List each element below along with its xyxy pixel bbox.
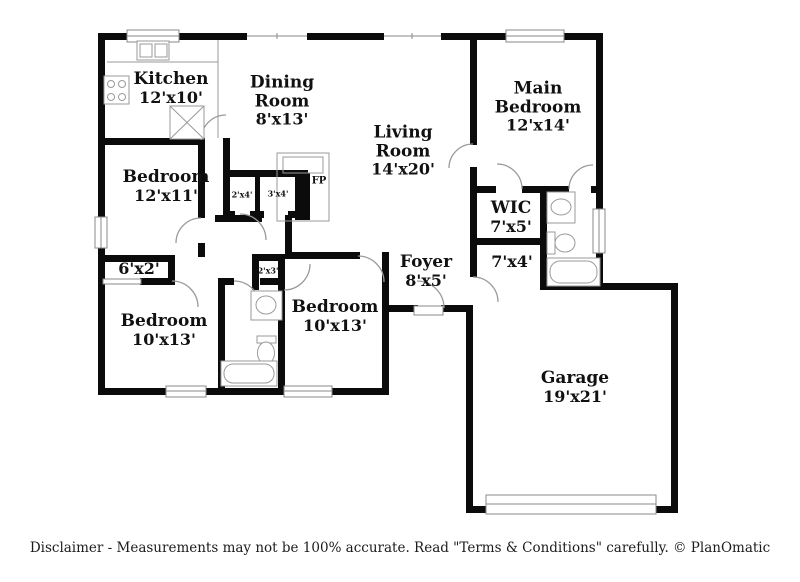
fireplace (276, 152, 330, 222)
room-label-hall: 7'x4' (491, 252, 533, 272)
toilet (546, 231, 576, 255)
room-label-wic: WIC 7'x5' (490, 197, 532, 236)
room-label-garage: Garage 19'x21' (540, 367, 610, 406)
toilet (256, 335, 277, 365)
windows (94, 29, 606, 398)
disclaimer-text: Disclaimer - Measurements may not be 100… (29, 540, 771, 556)
room-label-foyer: Foyer 8'x5' (399, 251, 453, 290)
room-label-living: Living Room 14'x20' (371, 122, 435, 179)
room-label-kitchen: Kitchen 12'x10' (133, 68, 209, 107)
hall-bathroom-fixtures (220, 290, 283, 387)
room-label-main-bedroom: Main Bedroom 12'x14' (494, 78, 582, 135)
kitchen-fixtures (103, 40, 219, 140)
room-label-bedroom-west: Bedroom 12'x11' (122, 166, 210, 205)
pantry (169, 105, 205, 140)
stove (103, 75, 130, 105)
walls (98, 33, 678, 513)
garage-door (485, 494, 657, 515)
closet-label-6x2: 6'x2' (118, 259, 160, 279)
bathtub (220, 360, 278, 387)
doors (171, 114, 594, 309)
room-label-bedroom-s: Bedroom 10'x13' (291, 296, 379, 335)
closet-label-3x4: 3'x4' (267, 188, 289, 199)
bathtub (546, 257, 601, 287)
room-label-bedroom-sw: Bedroom 10'x13' (120, 310, 208, 349)
ensuite-bathroom-fixtures (546, 191, 601, 287)
fireplace-label: FP (311, 175, 327, 187)
closet-label-2x3: 2'x3' (257, 265, 279, 276)
closet-label-2x4: 2'x4' (231, 189, 253, 200)
room-label-dining: Dining Room 8'x13' (249, 72, 315, 129)
